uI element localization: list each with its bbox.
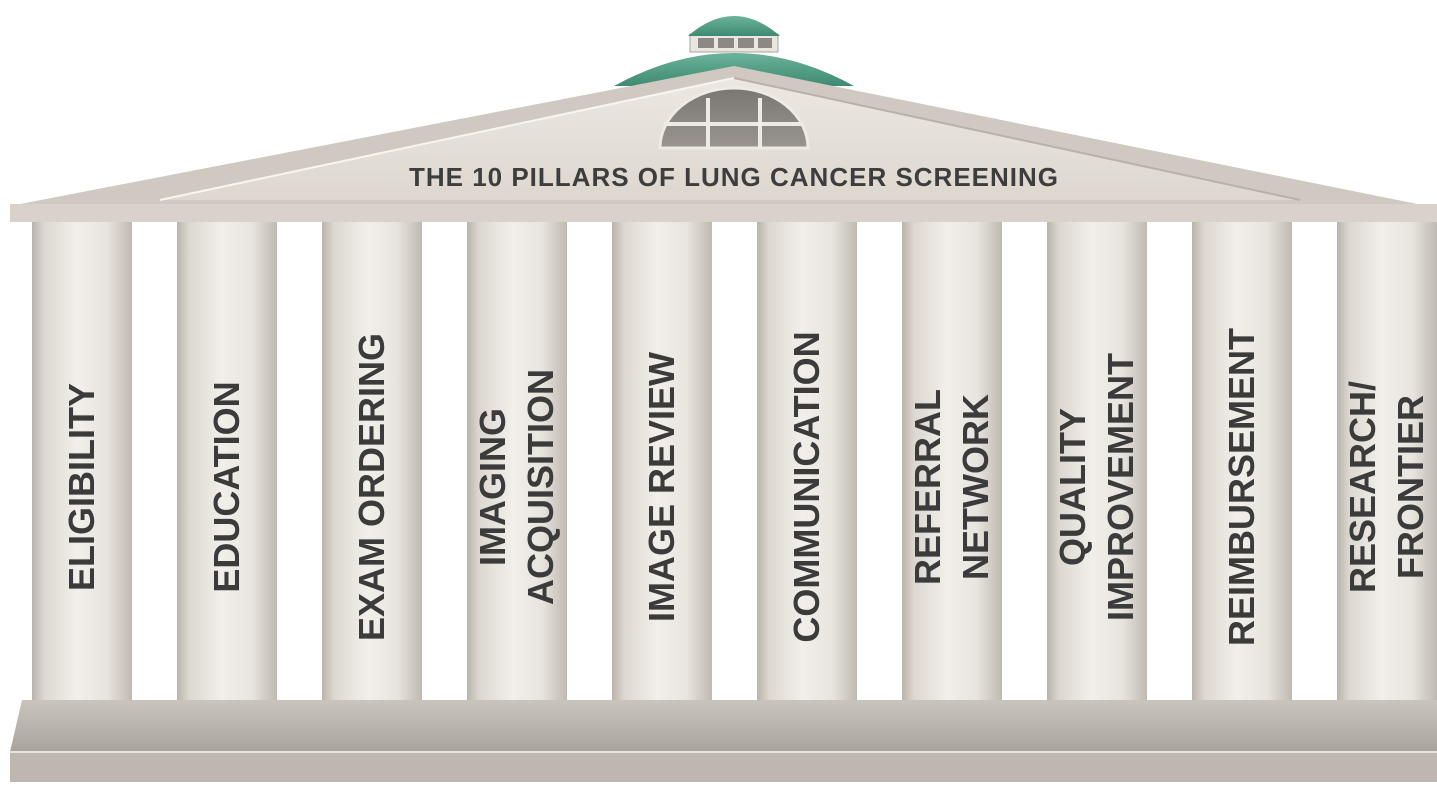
pillar: IMAGE REVIEW — [612, 222, 712, 740]
pillar: ELIGIBILITY — [32, 222, 132, 740]
pillar-label: REFERRAL — [907, 389, 948, 585]
base — [10, 700, 1437, 782]
pillar: EDUCATION — [177, 222, 277, 740]
pillar: COMMUNICATION — [757, 222, 857, 740]
pillar-label: QUALITY — [1052, 408, 1093, 566]
pillar: RESEARCH/FRONTIER — [1337, 222, 1437, 740]
pillar-label: ACQUISITION — [520, 369, 561, 605]
diagram-title: THE 10 PILLARS OF LUNG CANCER SCREENING — [409, 162, 1059, 192]
pillar-label: ELIGIBILITY — [61, 383, 102, 591]
pillar-label: EDUCATION — [206, 381, 247, 592]
pillar: REIMBURSEMENT — [1192, 222, 1292, 740]
pillars: ELIGIBILITY EDUCATION EXAM ORDERING IMAGING… — [32, 222, 1437, 740]
pillar-label: IMPROVEMENT — [1100, 353, 1141, 621]
pillar: EXAM ORDERING — [322, 222, 422, 740]
pillar-label: RESEARCH/ — [1342, 381, 1383, 593]
pillar-label: NETWORK — [955, 394, 996, 580]
pillar-label: IMAGE REVIEW — [641, 352, 682, 622]
pillar-label: FRONTIER — [1390, 395, 1431, 579]
pillar-label: IMAGING — [472, 408, 513, 566]
pillar-label: COMMUNICATION — [786, 331, 827, 642]
pillar-label: REIMBURSEMENT — [1221, 328, 1262, 646]
pillar-label: EXAM ORDERING — [351, 333, 392, 641]
